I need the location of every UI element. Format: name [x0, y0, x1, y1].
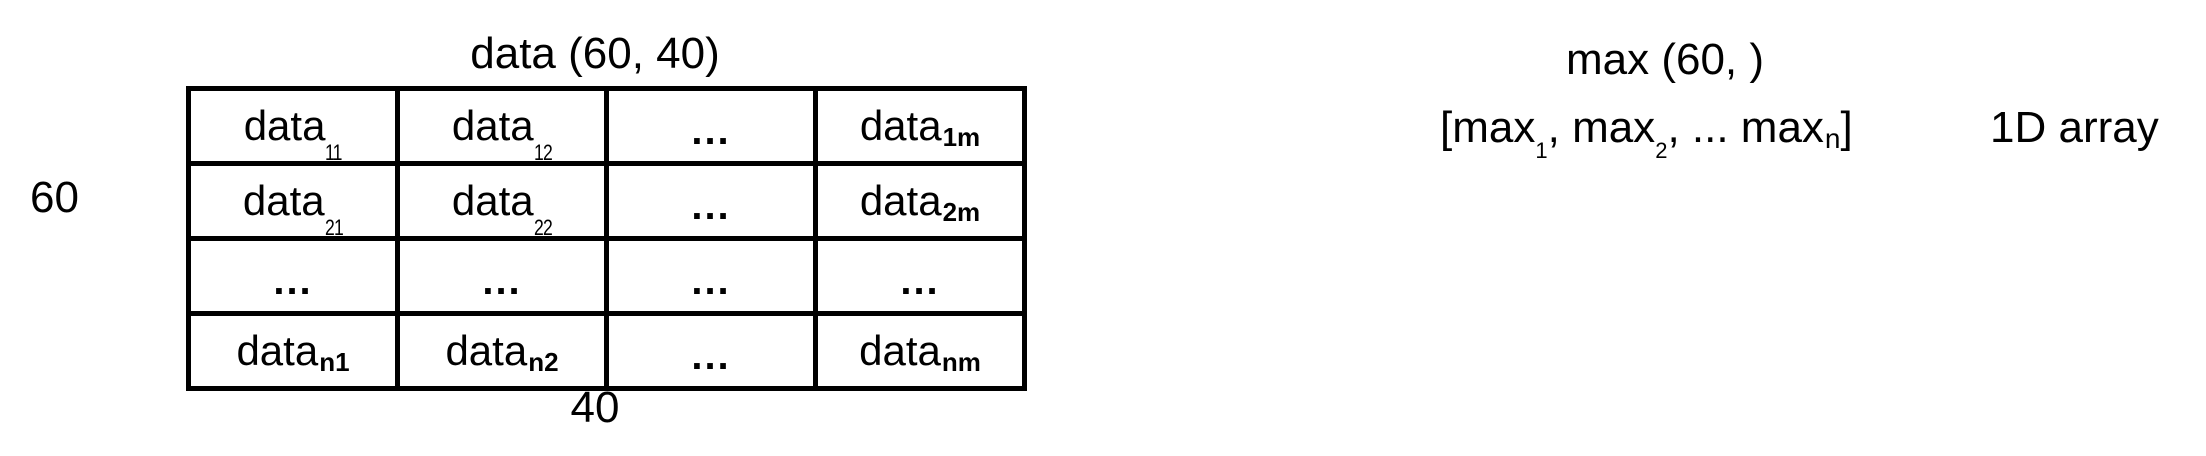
matrix-cell: datanm: [813, 311, 1027, 391]
matrix-cell: data1m: [813, 86, 1027, 166]
matrix-row: datan1 datan2 ... datanm: [186, 311, 1027, 391]
array-close-bracket: ]: [1840, 103, 1853, 152]
array-item: maxn: [1741, 103, 1841, 154]
cell-subscript: 12: [533, 140, 553, 165]
array-item-subscript: n: [1824, 123, 1841, 154]
data-matrix: data11 data12 ... data1m data21 data22 .…: [186, 86, 1027, 391]
result-array: [max1, max2, ... maxn]: [1440, 102, 1853, 163]
matrix-cell-ellipsis: ...: [604, 86, 818, 166]
column-dimension-label: 40: [570, 383, 620, 432]
row-dimension-label: 60: [30, 173, 79, 222]
cell-subscript: nm: [941, 347, 981, 377]
cell-subscript: 21: [324, 215, 344, 240]
matrix-cell: data22: [395, 161, 609, 241]
matrix-cell-ellipsis: ...: [604, 236, 818, 316]
array-item: max1,: [1452, 103, 1572, 163]
matrix-cell: data21: [186, 161, 400, 241]
matrix-row: data11 data12 ... data1m: [186, 86, 1027, 166]
array-item: max2,: [1572, 103, 1692, 163]
matrix-cell: datan1: [186, 311, 400, 391]
matrix-row: ... ... ... ...: [186, 236, 1027, 316]
result-title: max (60, ): [1565, 35, 1765, 84]
cell-subscript: n2: [528, 347, 559, 377]
cell-subscript: 11: [325, 140, 343, 165]
array-open-bracket: [: [1440, 103, 1453, 152]
matrix-row: data21 data22 ... data2m: [186, 161, 1027, 241]
matrix-cell: data2m: [813, 161, 1027, 241]
array-item-subscript: 2: [1655, 138, 1668, 163]
matrix-cell-ellipsis: ...: [813, 236, 1027, 316]
matrix-cell: data11: [186, 86, 400, 166]
matrix-cell: datan2: [395, 311, 609, 391]
matrix-title: data (60, 40): [470, 29, 720, 78]
cell-subscript: 22: [533, 215, 553, 240]
matrix-cell-ellipsis: ...: [604, 161, 818, 241]
cell-subscript: 1m: [942, 122, 981, 152]
array-ellipsis: ...: [1691, 103, 1741, 152]
matrix-cell: data12: [395, 86, 609, 166]
cell-subscript: 2m: [942, 197, 981, 227]
array-type-label: 1D array: [1990, 103, 2159, 152]
array-item-subscript: 1: [1535, 138, 1548, 163]
matrix-cell-ellipsis: ...: [604, 311, 818, 391]
cell-subscript: n1: [319, 347, 350, 377]
matrix-cell-ellipsis: ...: [186, 236, 400, 316]
matrix-cell-ellipsis: ...: [395, 236, 609, 316]
